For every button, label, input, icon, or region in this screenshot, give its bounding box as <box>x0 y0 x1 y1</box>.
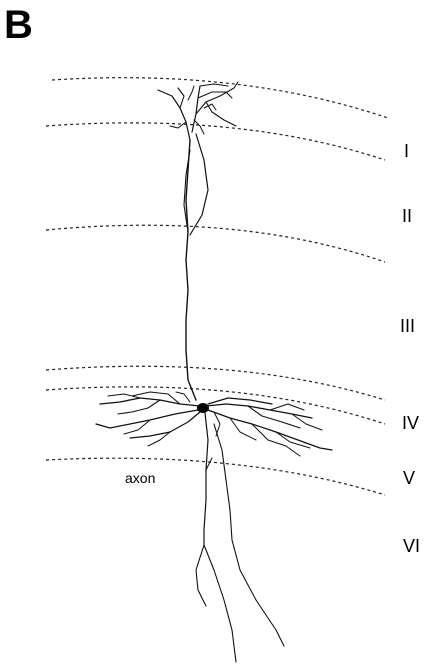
apical-dendrite <box>185 139 197 401</box>
boundary-iv-v <box>45 457 386 496</box>
pial-surface-line <box>51 77 389 119</box>
panel-label: B <box>4 3 33 47</box>
axon <box>195 412 285 663</box>
layer-label-vi: VI <box>403 536 420 556</box>
apical-tuft <box>157 81 239 141</box>
layer-labels: I II III IV V VI <box>400 141 420 556</box>
cell-body <box>197 403 209 413</box>
layer-label-v: V <box>403 468 415 488</box>
boundary-iii-iva <box>45 365 386 401</box>
layer-boundaries <box>45 77 389 496</box>
boundary-i-ii <box>45 122 386 161</box>
boundary-iii-ivb <box>45 386 386 425</box>
layer-label-iii: III <box>400 316 415 336</box>
neuron <box>95 81 333 663</box>
basal-dendrites <box>95 391 333 457</box>
layer-label-iv: IV <box>402 413 419 433</box>
layer-label-ii: II <box>402 206 412 226</box>
axon-label: axon <box>125 470 155 486</box>
apical-dendrite-branch <box>189 133 209 236</box>
boundary-ii-iii <box>45 224 386 263</box>
layer-label-i: I <box>404 141 409 161</box>
